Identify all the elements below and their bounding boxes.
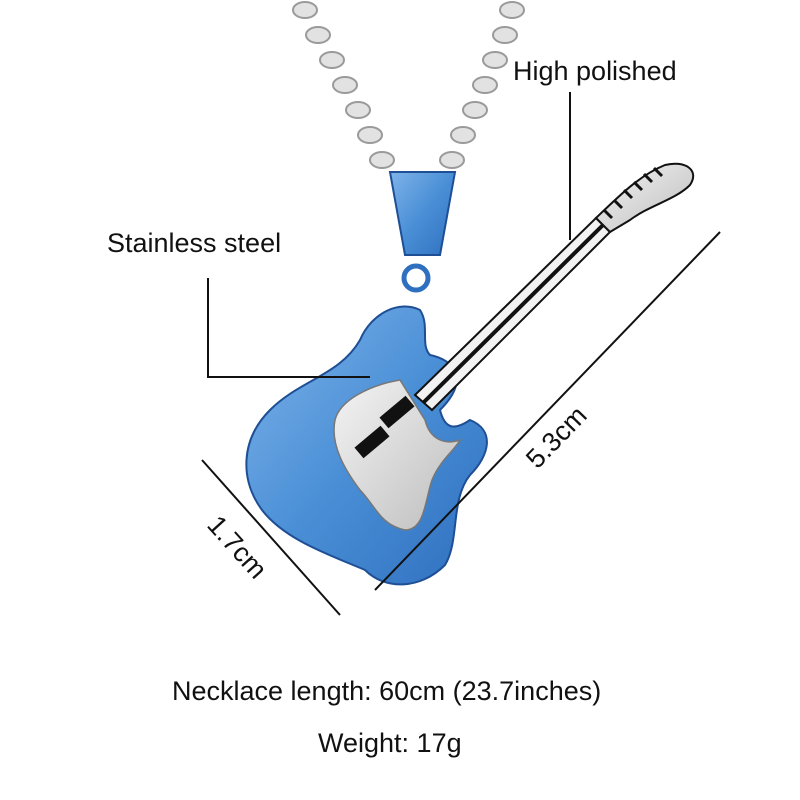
length-dimension-line <box>374 231 721 591</box>
width-dimension-line <box>201 459 341 616</box>
chain-right <box>439 1 525 169</box>
dimension-lines <box>201 92 721 616</box>
finish-label: High polished <box>513 56 677 86</box>
chain <box>292 1 525 169</box>
necklace-length-text: Necklace length: 60cm (23.7inches) <box>172 676 602 706</box>
jump-ring <box>401 263 431 293</box>
material-label: Stainless steel <box>107 228 282 258</box>
pickguard <box>333 379 462 531</box>
bail <box>388 171 457 256</box>
pickup <box>354 425 390 459</box>
guitar-neck <box>413 216 612 412</box>
pickup <box>379 395 415 429</box>
weight-text: Weight: 17g <box>318 728 462 758</box>
chain-left <box>292 1 395 169</box>
stainless-steel-leader <box>207 278 370 378</box>
tuning-pegs <box>602 166 664 220</box>
headstock <box>594 162 695 234</box>
